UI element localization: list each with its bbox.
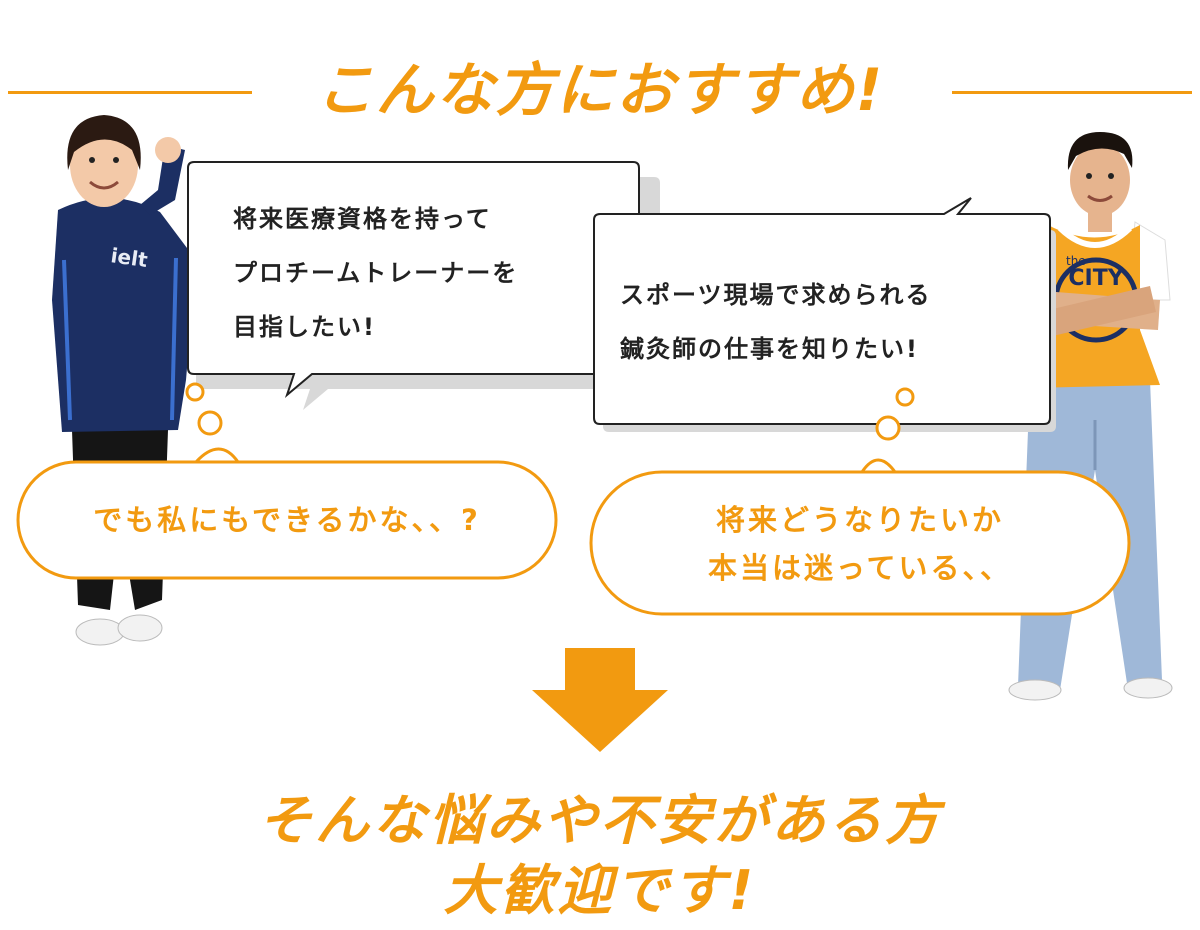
heading-rule-left: [8, 91, 252, 94]
speech-left-line-3: 目指したい!: [233, 313, 376, 341]
speech-bubble-left: [187, 161, 660, 410]
thought-bubble-left: [16, 382, 558, 580]
speech-right-line-1: スポーツ現場で求められる: [620, 281, 932, 309]
heading-rule-right: [952, 91, 1192, 94]
thought-left-text: でも私にもできるかな、、?: [93, 503, 481, 537]
jersey-prefix: the: [1066, 254, 1086, 268]
jersey-team: CITY: [1068, 266, 1124, 291]
thought-bubble-right: [589, 387, 1131, 616]
thought-right-line-1: 将来どうなりたいか: [715, 503, 1004, 537]
svg-text:ielt: ielt: [109, 243, 149, 272]
speech-left-text: 将来医療資格を持って プロチームトレーナーを 目指したい!: [233, 192, 518, 354]
speech-left-line-1: 将来医療資格を持って: [233, 205, 492, 233]
thought-right-line-2: 本当は迷っている、、: [707, 551, 1013, 585]
speech-left-line-2: プロチームトレーナーを: [233, 259, 519, 287]
conclusion-line-2: 大歓迎です!: [443, 859, 757, 922]
thought-right-text: 将来どうなりたいか 本当は迷っている、、: [591, 496, 1129, 592]
conclusion-line-1: そんな悩みや不安がある方: [258, 789, 942, 852]
speech-right-line-2: 鍼灸師の仕事を知りたい!: [620, 335, 919, 363]
down-arrow-icon: [532, 648, 668, 752]
page-title: こんな方におすすめ!: [315, 56, 885, 124]
speech-right-text: スポーツ現場で求められる 鍼灸師の仕事を知りたい!: [620, 268, 932, 376]
speech-bubble-right: [593, 197, 1056, 432]
